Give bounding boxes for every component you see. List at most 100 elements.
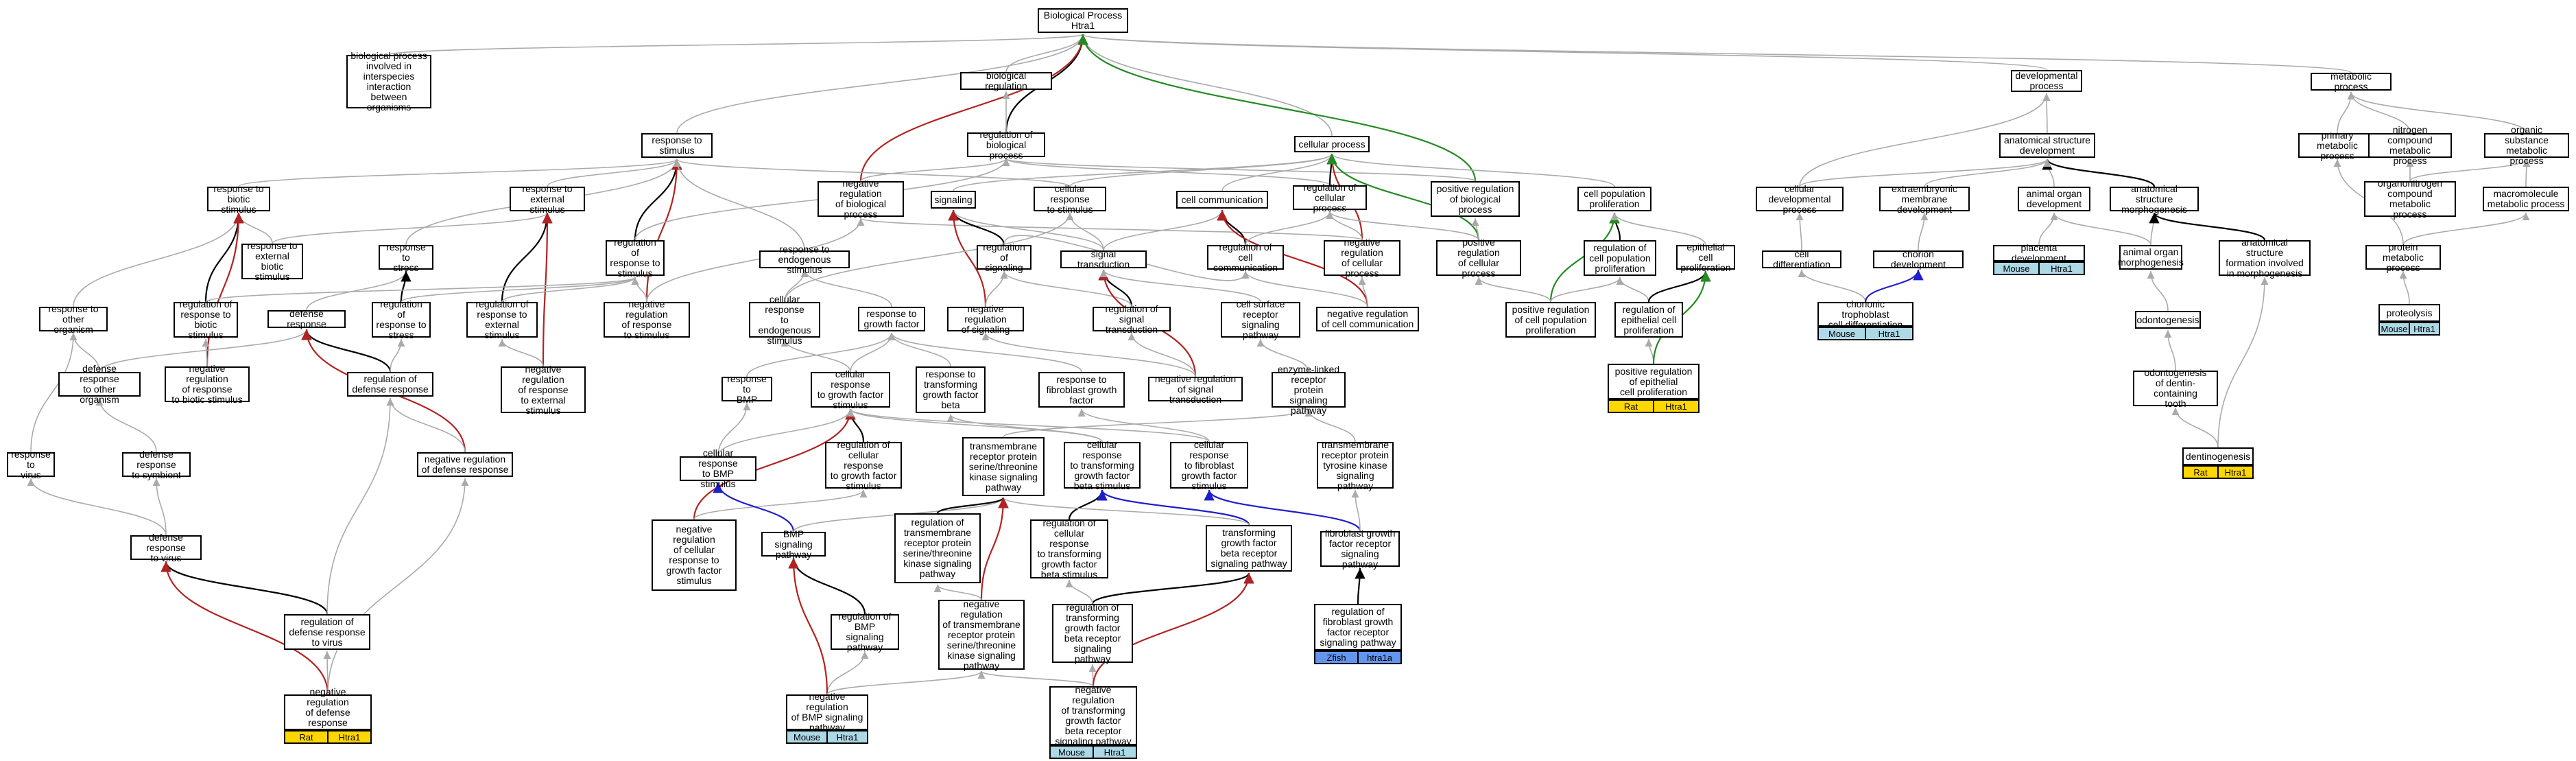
go-term-cdp[interactable]: cellular developmental process <box>1756 183 1844 214</box>
go-term-regbmp[interactable]: regulation of BMP signaling pathway <box>831 611 899 653</box>
go-term-macro[interactable]: macromolecule metabolic process <box>2483 187 2569 211</box>
go-term-crstim[interactable]: cellular response to stimulus <box>1034 183 1106 214</box>
go-term-cpp[interactable]: cell population proliferation <box>1577 187 1651 211</box>
go-term-rext-biotic[interactable]: response to external biotic stimulus <box>241 241 303 282</box>
go-term-tmtk[interactable]: transmembrane receptor protein tyrosine … <box>1317 439 1394 491</box>
go-term-drsym[interactable]: defense response to symbiont <box>122 449 191 480</box>
go-term-nregsig[interactable]: negative regulation of signaling <box>947 303 1024 334</box>
go-term-pmp[interactable]: protein metabolic process <box>2365 242 2441 272</box>
go-term-dro[interactable]: defense response to other organism <box>58 364 141 405</box>
go-term-regcrgf[interactable]: regulation of cellular response to growt… <box>825 439 902 491</box>
go-term-pdev[interactable]: placenta development <box>1993 243 2085 264</box>
go-term-nregbp[interactable]: negative regulation of biological proces… <box>818 178 904 220</box>
go-term-asfm[interactable]: anatomical structure formation involved … <box>2219 237 2311 279</box>
go-term-rbmp[interactable]: response to BMP <box>721 373 772 404</box>
go-term-osub[interactable]: organic substance metabolic process <box>2484 125 2569 166</box>
go-term-pmet[interactable]: primary metabolic process <box>2298 130 2376 161</box>
go-term-regtgfb[interactable]: regulation of transforming growth factor… <box>1052 602 1133 664</box>
go-term-asd[interactable]: anatomical structure development <box>1999 133 2095 158</box>
go-term-tgfbsp[interactable]: transforming growth factor beta receptor… <box>1206 525 1292 572</box>
go-term-erp[interactable]: enzyme-linked receptor protein signaling… <box>1272 364 1346 415</box>
go-term-regrs[interactable]: regulation of response to stimulus <box>606 237 665 279</box>
go-term-aod[interactable]: animal organ development <box>2018 187 2090 211</box>
go-term-regcpp[interactable]: regulation of cell population proliferat… <box>1584 240 1656 276</box>
go-term-nregdr[interactable]: negative regulation of defense response <box>417 452 513 477</box>
go-term-drv[interactable]: defense response to virus <box>130 532 202 563</box>
go-term-bp[interactable]: Biological Process Htra1 <box>1038 8 1128 33</box>
go-term-dev[interactable]: developmental process <box>2011 70 2082 92</box>
go-term-regrext[interactable]: regulation of response to external stimu… <box>466 299 538 340</box>
go-term-rendo[interactable]: response to endogenous stimulus <box>759 244 850 274</box>
go-term-regst[interactable]: regulation of signal transduction <box>1093 303 1171 334</box>
go-term-regcc[interactable]: regulation of cell communication <box>1207 242 1284 272</box>
go-term-ncomp[interactable]: nitrogen compound metabolic process <box>2368 125 2452 166</box>
go-term-nregtmsk[interactable]: negative regulation of transmembrane rec… <box>938 598 1025 670</box>
go-term-fgfsp[interactable]: fibroblast growth factor receptor signal… <box>1320 528 1400 570</box>
go-term-regtmsk[interactable]: regulation of transmembrane receptor pro… <box>894 513 981 583</box>
go-term-signaling[interactable]: signaling <box>931 191 976 209</box>
go-term-multi[interactable]: biological process involved in interspec… <box>346 51 431 113</box>
go-term-regdrv[interactable]: regulation of defense response to virus <box>284 614 370 650</box>
go-term-rgf[interactable]: response to growth factor <box>858 307 925 331</box>
go-term-regfgf[interactable]: regulation of fibroblast growth factor r… <box>1314 604 1402 651</box>
go-term-asm[interactable]: anatomical structure morphogenesis <box>2110 183 2199 214</box>
go-term-nregcrgf[interactable]: negative regulation of cellular response… <box>652 519 737 591</box>
go-term-onmet[interactable]: organonitrogen compound metabolic proces… <box>2364 178 2456 220</box>
go-term-nregrs[interactable]: negative regulation of response to stimu… <box>604 299 690 340</box>
go-term-rstress[interactable]: response to stress <box>379 242 433 272</box>
go-term-nregbmp[interactable]: negative regulation of BMP signaling pat… <box>786 692 868 733</box>
go-term-rtgfb[interactable]: response to transforming growth factor b… <box>916 366 986 413</box>
go-term-sigtr[interactable]: signal transduction <box>1060 249 1147 270</box>
go-term-met[interactable]: metabolic process <box>2311 71 2392 92</box>
go-term-rvirus[interactable]: response to virus <box>7 449 55 480</box>
go-term-posrcpp[interactable]: positive regulation of cell population p… <box>1505 302 1596 338</box>
go-term-regdr[interactable]: regulation of defense response <box>347 372 433 397</box>
go-term-regbp[interactable]: regulation of biological process <box>967 129 1045 160</box>
go-term-dentino[interactable]: dentinogenesis <box>2182 447 2254 465</box>
go-term-proteo[interactable]: proteolysis <box>2378 304 2440 322</box>
go-term-regsig[interactable]: regulation of signaling <box>977 242 1031 272</box>
go-term-rbiotic[interactable]: response to biotic stimulus <box>207 183 270 214</box>
go-term-csr[interactable]: cell surface receptor signaling pathway <box>1221 299 1300 340</box>
go-term-crgf[interactable]: cellular response to growth factor stimu… <box>811 369 890 410</box>
go-term-crtgfb[interactable]: cellular response to transforming growth… <box>1064 439 1141 491</box>
go-term-rother[interactable]: response to other organism <box>39 303 108 334</box>
go-term-nregcc[interactable]: negative regulation of cell communicatio… <box>1316 307 1419 331</box>
go-term-cht[interactable]: chorionic trophoblast cell differentiati… <box>1817 298 1913 329</box>
go-term-posrcp[interactable]: positive regulation of cellular process <box>1436 237 1521 279</box>
go-term-bmpsp[interactable]: BMP signaling pathway <box>761 528 826 559</box>
go-term-crbmp[interactable]: cellular response to BMP stimulus <box>680 448 756 489</box>
go-term-nregrext[interactable]: negative regulation of response to exter… <box>501 364 586 415</box>
edge-is-a <box>2409 159 2531 182</box>
go-term-epp[interactable]: epithelial cell proliferation <box>1676 242 1735 272</box>
go-term-odt[interactable]: odontogenesis of dentin-containing tooth <box>2133 368 2218 409</box>
go-term-posbp[interactable]: positive regulation of biological proces… <box>1431 181 1520 217</box>
go-term-regcp[interactable]: regulation of cellular process <box>1293 182 1367 213</box>
go-term-nregdrv[interactable]: negative regulation of defense response … <box>284 686 372 738</box>
go-term-tmsk[interactable]: transmembrane receptor protein serine/th… <box>962 437 1045 496</box>
go-term-nregrbs[interactable]: negative regulation of response to bioti… <box>165 364 250 405</box>
go-term-cdiff[interactable]: cell differentiation <box>1762 249 1841 270</box>
go-term-breg[interactable]: biological regulation <box>960 71 1052 91</box>
go-term-rstim[interactable]: response to stimulus <box>641 133 713 158</box>
go-term-nregcp[interactable]: negative regulation of cellular process <box>1324 237 1400 279</box>
go-term-chdev[interactable]: chorion development <box>1873 249 1964 270</box>
go-term-odonto[interactable]: odontogenesis <box>2135 311 2201 329</box>
go-term-nregst[interactable]: negative regulation of signal transducti… <box>1148 373 1243 404</box>
go-term-aom[interactable]: animal organ morphogenesis <box>2118 245 2184 270</box>
go-term-regcrtgfb[interactable]: regulation of cellular response to trans… <box>1030 518 1108 580</box>
go-term-emd[interactable]: extraembryonic membrane development <box>1879 183 1970 214</box>
go-term-posrepp[interactable]: positive regulation of epithelial cell p… <box>1608 364 1700 399</box>
go-term-nregtgfb[interactable]: negative regulation of transforming grow… <box>1049 685 1137 747</box>
go-term-regrstress[interactable]: regulation of response to stress <box>372 299 431 340</box>
go-term-defr[interactable]: defense response <box>267 309 346 329</box>
go-term-regrbs[interactable]: regulation of response to biotic stimulu… <box>174 299 238 340</box>
go-term-crendo[interactable]: cellular response to endogenous stimulus <box>749 294 820 345</box>
go-term-ccomm[interactable]: cell communication <box>1176 191 1268 209</box>
go-term-regepp[interactable]: regulation of epithelial cell proliferat… <box>1614 302 1683 338</box>
go-term-cproc[interactable]: cellular process <box>1294 136 1370 152</box>
go-term-rfgf[interactable]: response to fibroblast growth factor <box>1038 372 1125 408</box>
go-term-crfgf[interactable]: cellular response to fibroblast growth f… <box>1170 439 1248 491</box>
edge-is-a <box>846 408 1103 443</box>
go-term-rext[interactable]: response to external stimulus <box>510 183 585 214</box>
